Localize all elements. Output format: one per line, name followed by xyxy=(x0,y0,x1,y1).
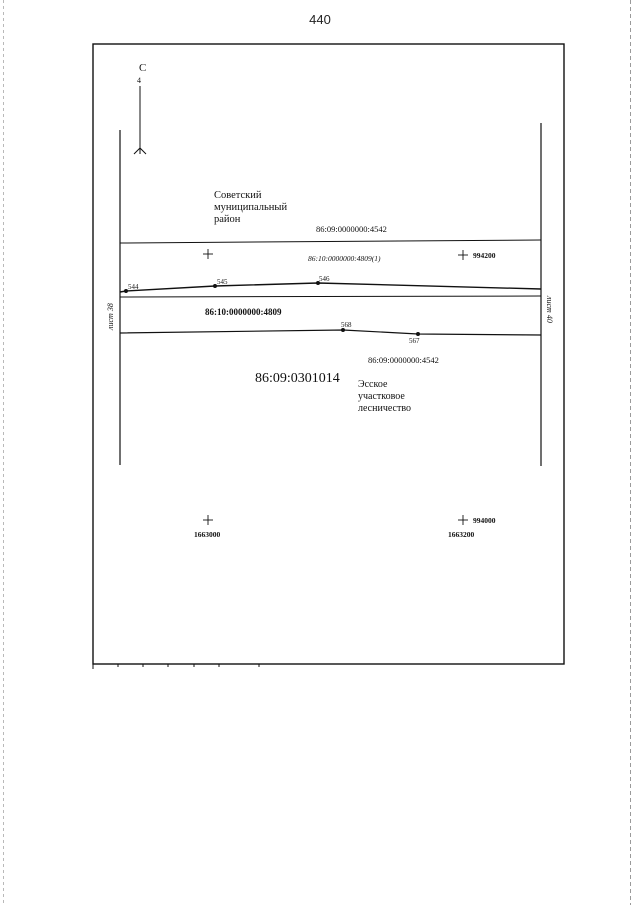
point-545 xyxy=(213,284,217,288)
boundary-middle xyxy=(119,295,542,298)
district-label-line-3: район xyxy=(214,214,241,225)
point-label-544: 544 xyxy=(128,283,139,291)
cadastral-quarter-label: 86:09:0301014 xyxy=(255,371,340,386)
district-label-line-2: муниципальный xyxy=(214,202,287,213)
point-label-568: 568 xyxy=(341,321,352,329)
point-568 xyxy=(341,328,345,332)
boundary-polyline-lower xyxy=(119,329,542,336)
point-544 xyxy=(124,289,128,293)
parcel-label-bottom: 86:09:0000000:4542 xyxy=(368,355,439,365)
forestry-label-line-2: участковое xyxy=(358,391,405,402)
point-label-545: 545 xyxy=(217,278,228,286)
grid-label-x-left: 1663000 xyxy=(194,530,221,539)
page-number: 440 xyxy=(309,12,331,27)
grid-label-y-top: 994200 xyxy=(473,251,496,260)
forestry-label-line-3: лесничество xyxy=(358,403,411,414)
forestry-label-line-1: Эсское xyxy=(358,379,388,390)
plan-frame xyxy=(92,43,565,665)
point-label-567: 567 xyxy=(409,337,420,345)
forestry-label: Эсское участковое лесничество xyxy=(358,379,411,414)
district-label-line-1: Советский xyxy=(214,190,262,201)
north-arrow: С 4 xyxy=(133,62,147,155)
survey-points: 544 545 546 568 567 xyxy=(124,275,420,345)
grid-label-x-right: 1663200 xyxy=(448,530,475,539)
scan-edge-right xyxy=(630,0,631,905)
parcel-label-sub: 86:10:0000000:4809(1) xyxy=(308,254,381,263)
sheet-ref-right: лист 40 xyxy=(545,295,554,323)
scan-edge-left xyxy=(3,0,4,905)
sheet-ref-left: лист 38 xyxy=(106,303,115,331)
boundary-top xyxy=(119,239,542,244)
scale-ticks xyxy=(92,664,260,669)
parcel-label-middle: 86:10:0000000:4809 xyxy=(205,307,282,317)
district-label: Советский муниципальный район xyxy=(214,190,287,225)
point-546 xyxy=(316,281,320,285)
point-label-546: 546 xyxy=(319,275,330,283)
point-567 xyxy=(416,332,420,336)
parcel-label-top: 86:09:0000000:4542 xyxy=(316,224,387,234)
north-arrow-mark: 4 xyxy=(137,76,141,85)
grid-label-y-bottom: 994000 xyxy=(473,516,496,525)
boundary-polyline-upper xyxy=(119,282,542,293)
north-label: С xyxy=(139,62,146,74)
grid-crosses xyxy=(203,249,468,525)
